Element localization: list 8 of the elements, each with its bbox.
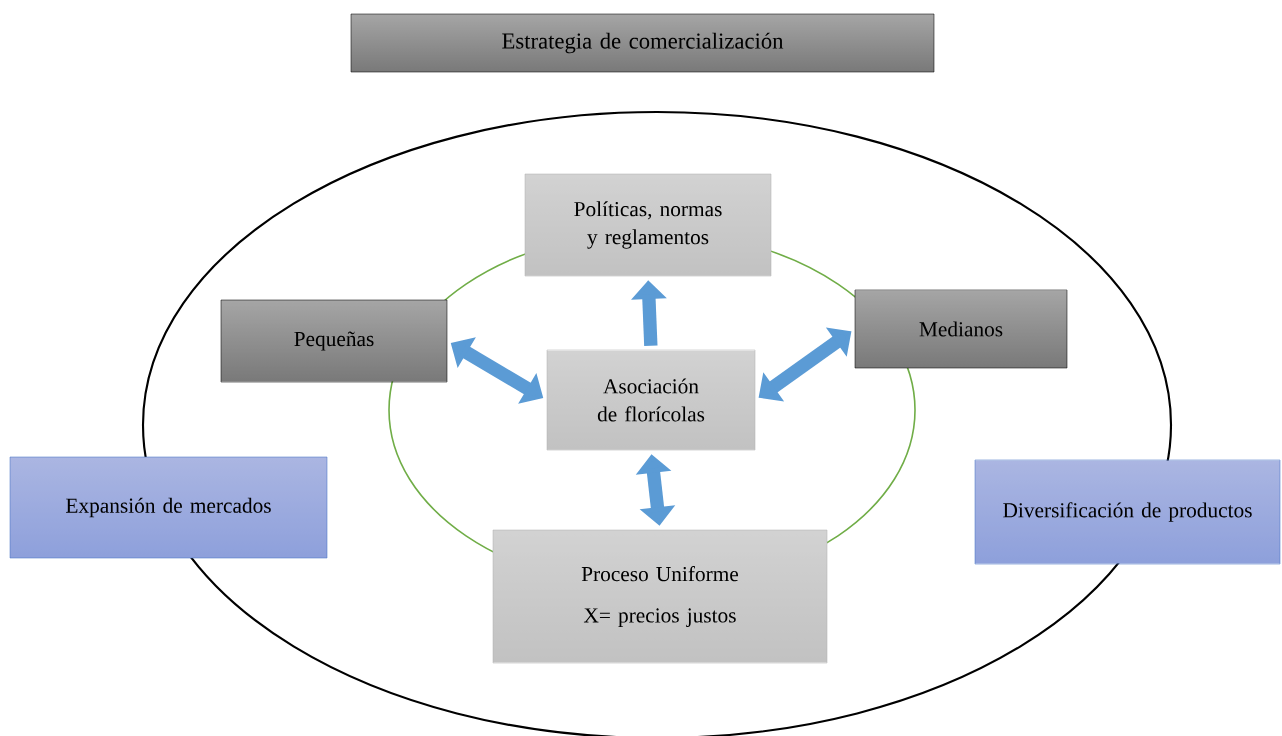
heading-box: Pequeñas xyxy=(220,299,448,383)
side-box: Expansión de mercados xyxy=(9,456,328,559)
heading-box: Estrategia de comercialización xyxy=(350,13,935,73)
process-box: Asociación de florícolas xyxy=(546,349,756,451)
process-box: Políticas, normas y reglamentos xyxy=(524,173,772,277)
side-box: Diversificación de productos xyxy=(974,459,1281,565)
heading-box: Medianos xyxy=(854,289,1068,369)
process-box: Proceso Uniforme X= precios justos xyxy=(492,529,828,664)
